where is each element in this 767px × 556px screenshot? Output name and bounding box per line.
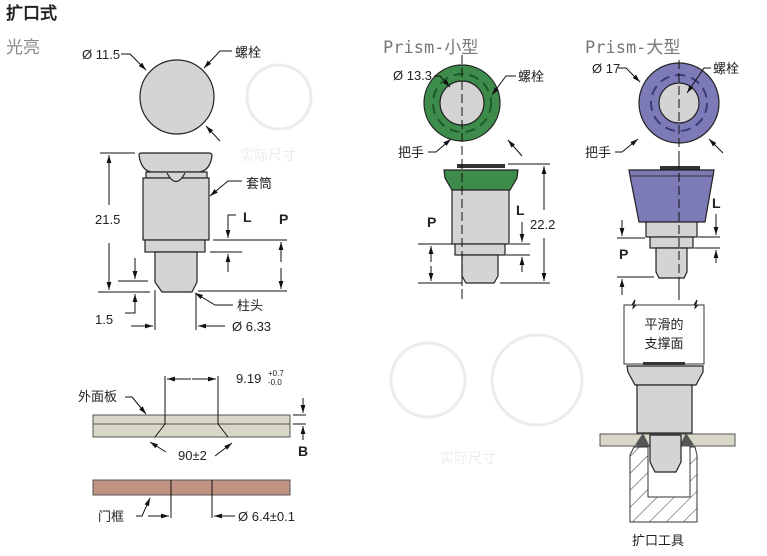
- support-label-line1: 平滑的: [644, 317, 683, 333]
- panel-section: 9.19 +0.7 -0.0 外面板 90±2 B 门框 Ø 6.4±0.1: [78, 369, 308, 525]
- bright-heading: 光亮: [6, 38, 40, 58]
- small-diameter-label: Ø 13.3: [393, 68, 432, 83]
- countersink-label: 9.19: [236, 371, 261, 386]
- tolerance-plus: +0.7: [268, 369, 284, 378]
- watermark-text: 实际尺寸: [240, 148, 296, 164]
- support-label-line2: 支撑面: [644, 337, 683, 352]
- hole-diameter-label: Ø 6.4±0.1: [238, 509, 295, 524]
- angle-label: 90±2: [178, 448, 207, 463]
- bright-diameter-label: Ø 11.5: [82, 47, 120, 62]
- bolt-circle: [139, 59, 215, 135]
- B-label: B: [298, 443, 308, 459]
- door-frame: [92, 479, 291, 496]
- bright-L-label: L: [243, 209, 252, 225]
- stud-diameter-label: Ø 6.33: [232, 319, 271, 334]
- flaring-tool: [629, 446, 698, 523]
- chamfer-label: 1.5: [95, 312, 113, 327]
- large-bolt-label: 螺栓: [713, 62, 739, 77]
- support-surface: [623, 304, 705, 365]
- sleeve-label: 套筒: [246, 176, 272, 192]
- large-P-label: P: [619, 246, 628, 262]
- door-frame-label: 门框: [98, 510, 124, 525]
- small-height-label: 22.2: [530, 217, 555, 232]
- bright-top-view: 实际尺寸 Ø 11.5 螺栓: [82, 46, 313, 164]
- large-diameter-label: Ø 17: [592, 61, 620, 76]
- large-top-view: Ø 17 螺栓 把手: [585, 60, 739, 300]
- outer-panel-label: 外面板: [78, 390, 117, 405]
- small-bolt-label: 螺栓: [518, 70, 544, 85]
- bright-P-label: P: [279, 211, 288, 227]
- bright-bolt-label: 螺栓: [235, 46, 261, 61]
- watermark-text: 实际尺寸: [440, 451, 496, 467]
- large-heading: Prism-大型: [585, 38, 680, 58]
- large-handle-label: 把手: [585, 146, 611, 161]
- small-heading: Prism-小型: [383, 38, 478, 58]
- small-L-label: L: [516, 202, 525, 218]
- bright-height-label: 21.5: [95, 212, 120, 227]
- page-title: 扩口式: [6, 3, 57, 24]
- outer-panel: [92, 414, 291, 438]
- small-handle-label: 把手: [398, 146, 424, 161]
- flaring-tool-label: 扩口工具: [632, 534, 684, 549]
- large-L-label: L: [712, 195, 721, 211]
- small-side-view: 22.2 L P: [418, 160, 555, 300]
- small-P-label: P: [427, 214, 436, 230]
- flaring-illustration: 平滑的 支撑面 扩口工具: [599, 299, 736, 549]
- large-side-view: L P: [617, 160, 721, 295]
- bright-side-view: 21.5 套筒 L P 1.5 柱头 Ø 6.33: [95, 152, 288, 334]
- stud-tip-label: 柱头: [237, 299, 263, 314]
- small-watermark: 实际尺寸: [389, 333, 584, 467]
- watermark-circle: [245, 63, 313, 131]
- tolerance-minus: -0.0: [268, 378, 282, 387]
